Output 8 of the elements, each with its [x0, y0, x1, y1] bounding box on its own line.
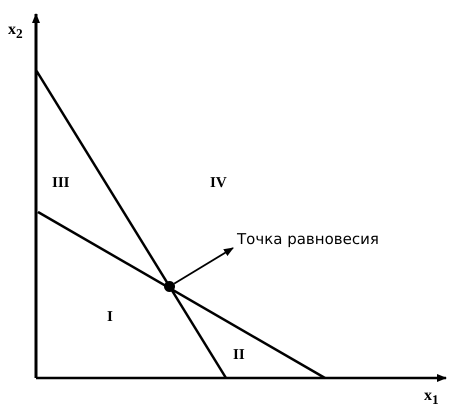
- axis-label: x$_{2}$: [8, 22, 23, 41]
- callout-text: Точка равновесия: [237, 232, 379, 252]
- region-label: II: [233, 348, 245, 363]
- leader-line: [174, 247, 234, 284]
- region-label: I: [107, 310, 113, 325]
- region-label: III: [52, 176, 70, 191]
- axis-label: x$_{1}$: [424, 388, 439, 407]
- region-label: IV: [210, 176, 227, 191]
